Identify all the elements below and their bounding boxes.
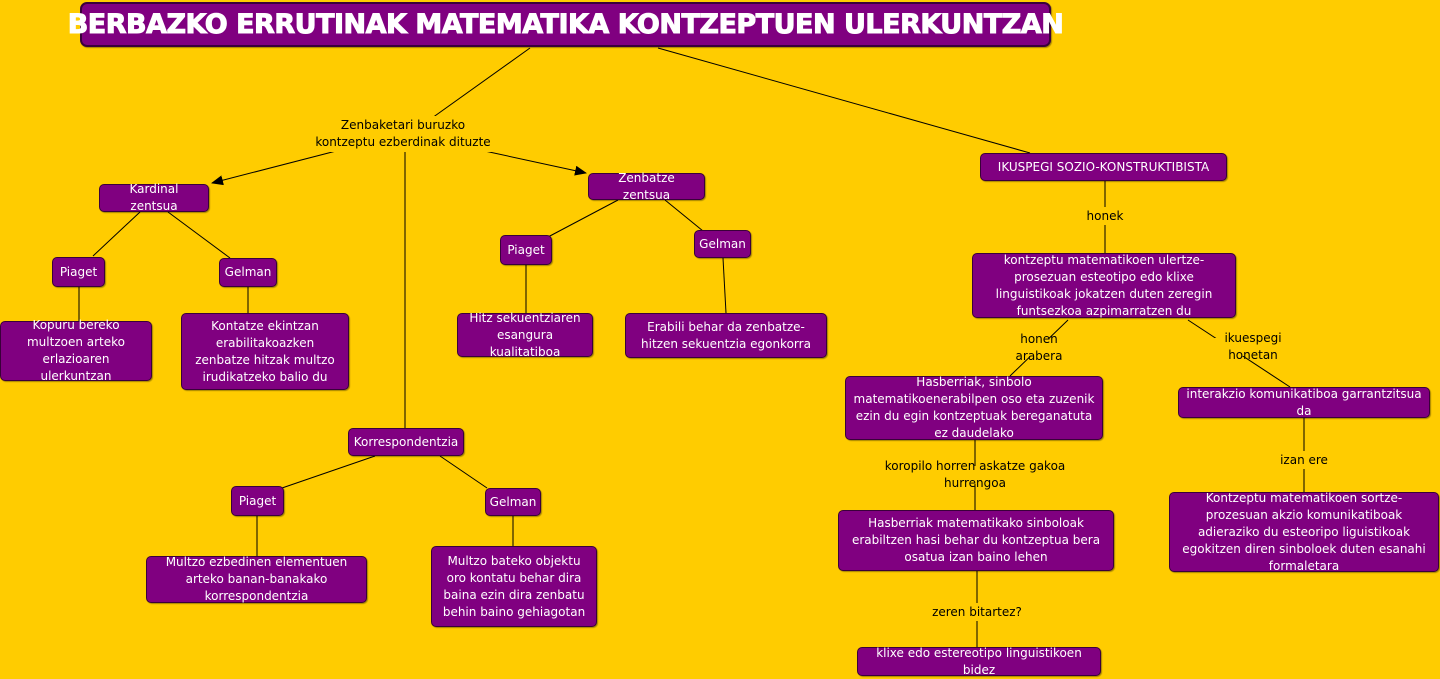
node-ikuspegi-sozio-konstruktibista[interactable]: IKUSPEGI SOZIO-KONSTRUKTIBISTA <box>980 153 1227 181</box>
node-kardinal-gelman[interactable]: Gelman <box>219 258 277 287</box>
node-kardinal-piaget-desc[interactable]: Kopuru bereko multzoen arteko erlazioare… <box>0 318 152 383</box>
node-kardinal-zentsua[interactable]: Kardinal zentsua <box>99 182 209 213</box>
node-klixe-estereotipo[interactable]: klixe edo estereotipo linguistikoen bide… <box>857 646 1101 677</box>
connector-line <box>167 211 231 259</box>
node-zenbatze-gelman-desc[interactable]: Erabili behar da zenbatze-hitzen sekuent… <box>625 313 827 358</box>
connector-line <box>722 257 727 314</box>
node-korrespondentzia[interactable]: Korrespondentzia <box>348 428 464 456</box>
node-korr-gelman-desc[interactable]: Multzo bateko objektu oro kontatu behar … <box>431 546 597 627</box>
connector-line <box>92 211 141 257</box>
node-zenbatze-piaget-desc[interactable]: Hitz sekuentziaren esangura kualitatiboa <box>457 311 593 359</box>
node-interakzio-komunikatiboa[interactable]: interakzio komunikatiboa garrantzitsua d… <box>1178 387 1430 418</box>
connector-line <box>439 455 488 489</box>
node-hasberriak-sinboloak[interactable]: Hasberriak matematikako sinboloak erabil… <box>838 510 1114 571</box>
connector-line <box>664 199 704 232</box>
connector-line <box>281 455 376 489</box>
node-zenbatze-piaget[interactable]: Piaget <box>500 235 552 265</box>
node-kontzeptu-sortze[interactable]: Kontzeptu matematikoen sortze-prozesuan … <box>1169 491 1439 573</box>
link-label-honen-arabera: honen arabera <box>993 332 1085 363</box>
link-label-zeren-bitartez: zeren bitartez? <box>928 603 1026 621</box>
node-hasberriak-sinbolo[interactable]: Hasberriak, sinbolo matematikoenerabilpe… <box>845 375 1103 440</box>
connector-arrow <box>211 149 341 186</box>
link-label-zenbaketari: Zenbaketari buruzko kontzeptu ezberdinak… <box>308 116 498 152</box>
connector-line <box>657 47 1031 154</box>
page-title: BERBAZKO ERRUTINAK MATEMATIKA KONTZEPTUE… <box>67 2 1064 47</box>
link-label-honek: honek <box>1082 207 1128 225</box>
connector-line <box>547 199 619 238</box>
node-zenbatze-gelman[interactable]: Gelman <box>694 230 751 258</box>
node-zenbatze-zentsua[interactable]: Zenbatze zentsua <box>588 171 705 202</box>
node-kardinal-piaget[interactable]: Piaget <box>52 257 105 287</box>
node-korr-gelman[interactable]: Gelman <box>485 488 541 516</box>
node-korr-piaget-desc[interactable]: Multzo ezbedinen elementuen arteko banan… <box>146 555 367 603</box>
link-label-koropilo: koropilo horren askatze gakoa hurrengoa <box>856 459 1094 490</box>
connector-arrow <box>479 149 587 176</box>
node-kardinal-gelman-desc[interactable]: Kontatze ekintzan erabilitakoazken zenba… <box>181 313 349 390</box>
connector-line <box>431 47 531 119</box>
node-korr-piaget[interactable]: Piaget <box>231 486 284 516</box>
node-kontzeptu-azpimarratu[interactable]: kontzeptu matematikoen ulertze-prosezuan… <box>972 253 1236 318</box>
link-label-ikuespegi-honetan: ikuespegi honetan <box>1196 331 1310 362</box>
link-label-izan-ere: izan ere <box>1274 451 1334 469</box>
